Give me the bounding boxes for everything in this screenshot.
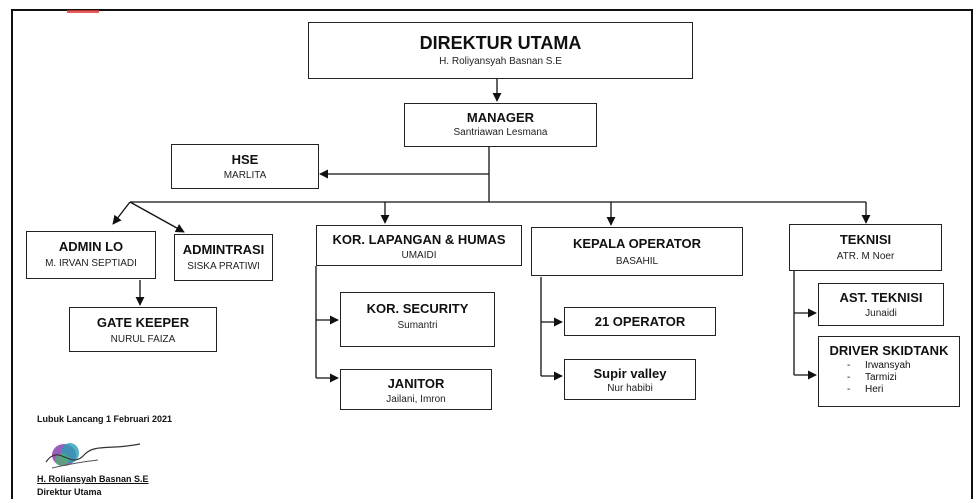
kor-security-title: KOR. SECURITY bbox=[366, 301, 469, 316]
driver-skidtank-box: DRIVER SKIDTANK Irwansyah Tarmizi Heri bbox=[818, 336, 960, 407]
hse-title: HSE bbox=[231, 152, 259, 167]
admintrasi-title: ADMINTRASI bbox=[182, 242, 265, 257]
gate-keeper-name: NURUL FAIZA bbox=[110, 334, 176, 345]
place-date: Lubuk Lancang 1 Februari 2021 bbox=[37, 414, 173, 424]
direktur-title: DIREKTUR UTAMA bbox=[419, 33, 582, 53]
kor-lapangan-title: KOR. LAPANGAN & HUMAS bbox=[332, 232, 506, 247]
janitor-name: Jailani, Imron bbox=[386, 394, 446, 405]
driver-name: Irwansyah bbox=[847, 360, 959, 371]
hse-name: MARLITA bbox=[223, 170, 267, 181]
chart-frame bbox=[11, 9, 973, 499]
kor-security-box: KOR. SECURITY Sumantri bbox=[340, 292, 495, 347]
teknisi-title: TEKNISI bbox=[839, 232, 892, 247]
gate-keeper-box: GATE KEEPER NURUL FAIZA bbox=[69, 307, 217, 352]
supir-valley-name: Nur habibi bbox=[607, 383, 653, 394]
driver-name: Tarmizi bbox=[847, 372, 959, 383]
direktur-utama-box: DIREKTUR UTAMA H. Roliyansyah Basnan S.E bbox=[308, 22, 693, 79]
kor-lapangan-name: UMAIDI bbox=[401, 250, 437, 261]
ast-teknisi-title: AST. TEKNISI bbox=[839, 290, 923, 305]
ast-teknisi-name: Junaidi bbox=[865, 308, 897, 319]
admin-lo-name: M. IRVAN SEPTIADI bbox=[45, 258, 137, 269]
signature-image bbox=[45, 443, 141, 469]
direktur-name: H. Roliyansyah Basnan S.E bbox=[439, 56, 562, 67]
signer-name: H. Roliansyah Basnan S.E bbox=[37, 474, 149, 484]
kor-lapangan-box: KOR. LAPANGAN & HUMAS UMAIDI bbox=[316, 225, 522, 266]
21-operator-title: 21 OPERATOR bbox=[594, 314, 686, 329]
admin-lo-box: ADMIN LO M. IRVAN SEPTIADI bbox=[26, 231, 156, 279]
supir-valley-box: Supir valley Nur habibi bbox=[564, 359, 696, 400]
21-operator-box: 21 OPERATOR bbox=[564, 307, 716, 336]
driver-names-list: Irwansyah Tarmizi Heri bbox=[819, 360, 959, 395]
kepala-operator-title: KEPALA OPERATOR bbox=[572, 236, 702, 251]
teknisi-box: TEKNISI ATR. M Noer bbox=[789, 224, 942, 271]
ast-teknisi-box: AST. TEKNISI Junaidi bbox=[818, 283, 944, 326]
admintrasi-box: ADMINTRASI SISKA PRATIWI bbox=[174, 234, 273, 281]
gate-keeper-title: GATE KEEPER bbox=[96, 315, 190, 330]
signer-title: Direktur Utama bbox=[37, 487, 102, 497]
manager-name: Santriawan Lesmana bbox=[453, 127, 548, 138]
hse-box: HSE MARLITA bbox=[171, 144, 319, 189]
manager-title: MANAGER bbox=[466, 110, 535, 125]
admintrasi-name: SISKA PRATIWI bbox=[187, 261, 260, 272]
driver-skidtank-title: DRIVER SKIDTANK bbox=[829, 343, 949, 358]
janitor-box: JANITOR Jailani, Imron bbox=[340, 369, 492, 410]
admin-lo-title: ADMIN LO bbox=[58, 239, 124, 254]
manager-box: MANAGER Santriawan Lesmana bbox=[404, 103, 597, 147]
kepala-operator-name: BASAHIL bbox=[615, 256, 659, 267]
janitor-title: JANITOR bbox=[387, 376, 445, 391]
kor-security-name: Sumantri bbox=[397, 320, 438, 331]
teknisi-name: ATR. M Noer bbox=[836, 251, 895, 262]
kepala-operator-box: KEPALA OPERATOR BASAHIL bbox=[531, 227, 743, 276]
supir-valley-title: Supir valley bbox=[593, 366, 667, 381]
red-mark bbox=[67, 10, 99, 13]
driver-name: Heri bbox=[847, 384, 959, 395]
